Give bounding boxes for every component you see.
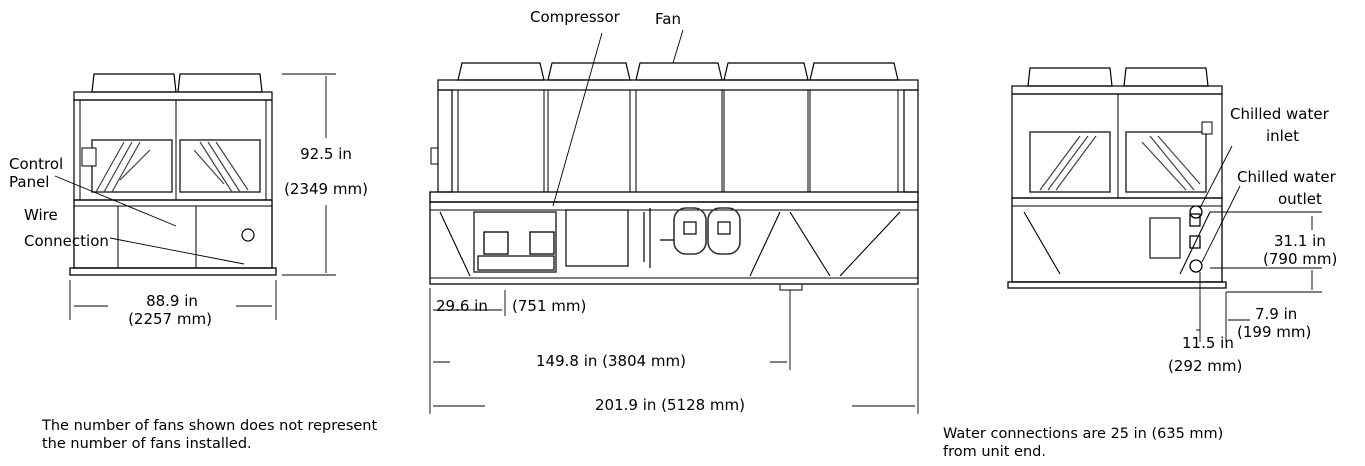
wire-connection-label-1: Wire bbox=[24, 206, 58, 224]
wire-connection-label-2: Connection bbox=[24, 232, 109, 250]
left-end-view bbox=[54, 73, 336, 320]
dim-201-9: 201.9 in (5128 mm) bbox=[594, 396, 746, 414]
dim-29-6-in: 29.6 in bbox=[436, 297, 488, 315]
dim-31-1-in: 31.1 in bbox=[1274, 232, 1326, 250]
chilled-water-inlet-label-2: inlet bbox=[1266, 127, 1299, 145]
dim-751-mm: (751 mm) bbox=[512, 297, 587, 315]
fans-note-line-1: The number of fans shown does not repres… bbox=[42, 418, 378, 434]
water-note-line-1: Water connections are 25 in (635 mm) bbox=[943, 426, 1224, 442]
fans-note-line-2: the number of fans installed. bbox=[42, 436, 252, 452]
dim-11-5-in: 11.5 in bbox=[1182, 334, 1234, 352]
dim-7-9-in: 7.9 in bbox=[1255, 305, 1298, 323]
chilled-water-outlet-label-2: outlet bbox=[1278, 190, 1322, 208]
height-dim-in: 92.5 in bbox=[300, 145, 352, 163]
dim-790-mm: (790 mm) bbox=[1263, 250, 1338, 268]
width-dim-mm: (2257 mm) bbox=[128, 310, 212, 328]
width-dim-in: 88.9 in bbox=[146, 292, 198, 310]
dim-199-mm: (199 mm) bbox=[1237, 323, 1312, 341]
height-dim-mm: (2349 mm) bbox=[284, 180, 368, 198]
control-panel-label-1: Control bbox=[9, 155, 64, 173]
chilled-water-inlet-label-1: Chilled water bbox=[1230, 105, 1329, 123]
chilled-water-outlet-label-1: Chilled water bbox=[1237, 168, 1336, 186]
dim-292-mm: (292 mm) bbox=[1168, 357, 1243, 375]
side-view bbox=[429, 29, 919, 414]
fan-label: Fan bbox=[655, 10, 681, 28]
compressor-label: Compressor bbox=[530, 8, 620, 26]
dim-149-8: 149.8 in (3804 mm) bbox=[535, 352, 687, 370]
water-note-line-2: from unit end. bbox=[943, 444, 1046, 460]
right-end-view bbox=[1007, 67, 1322, 342]
control-panel-label-2: Panel bbox=[9, 173, 50, 191]
